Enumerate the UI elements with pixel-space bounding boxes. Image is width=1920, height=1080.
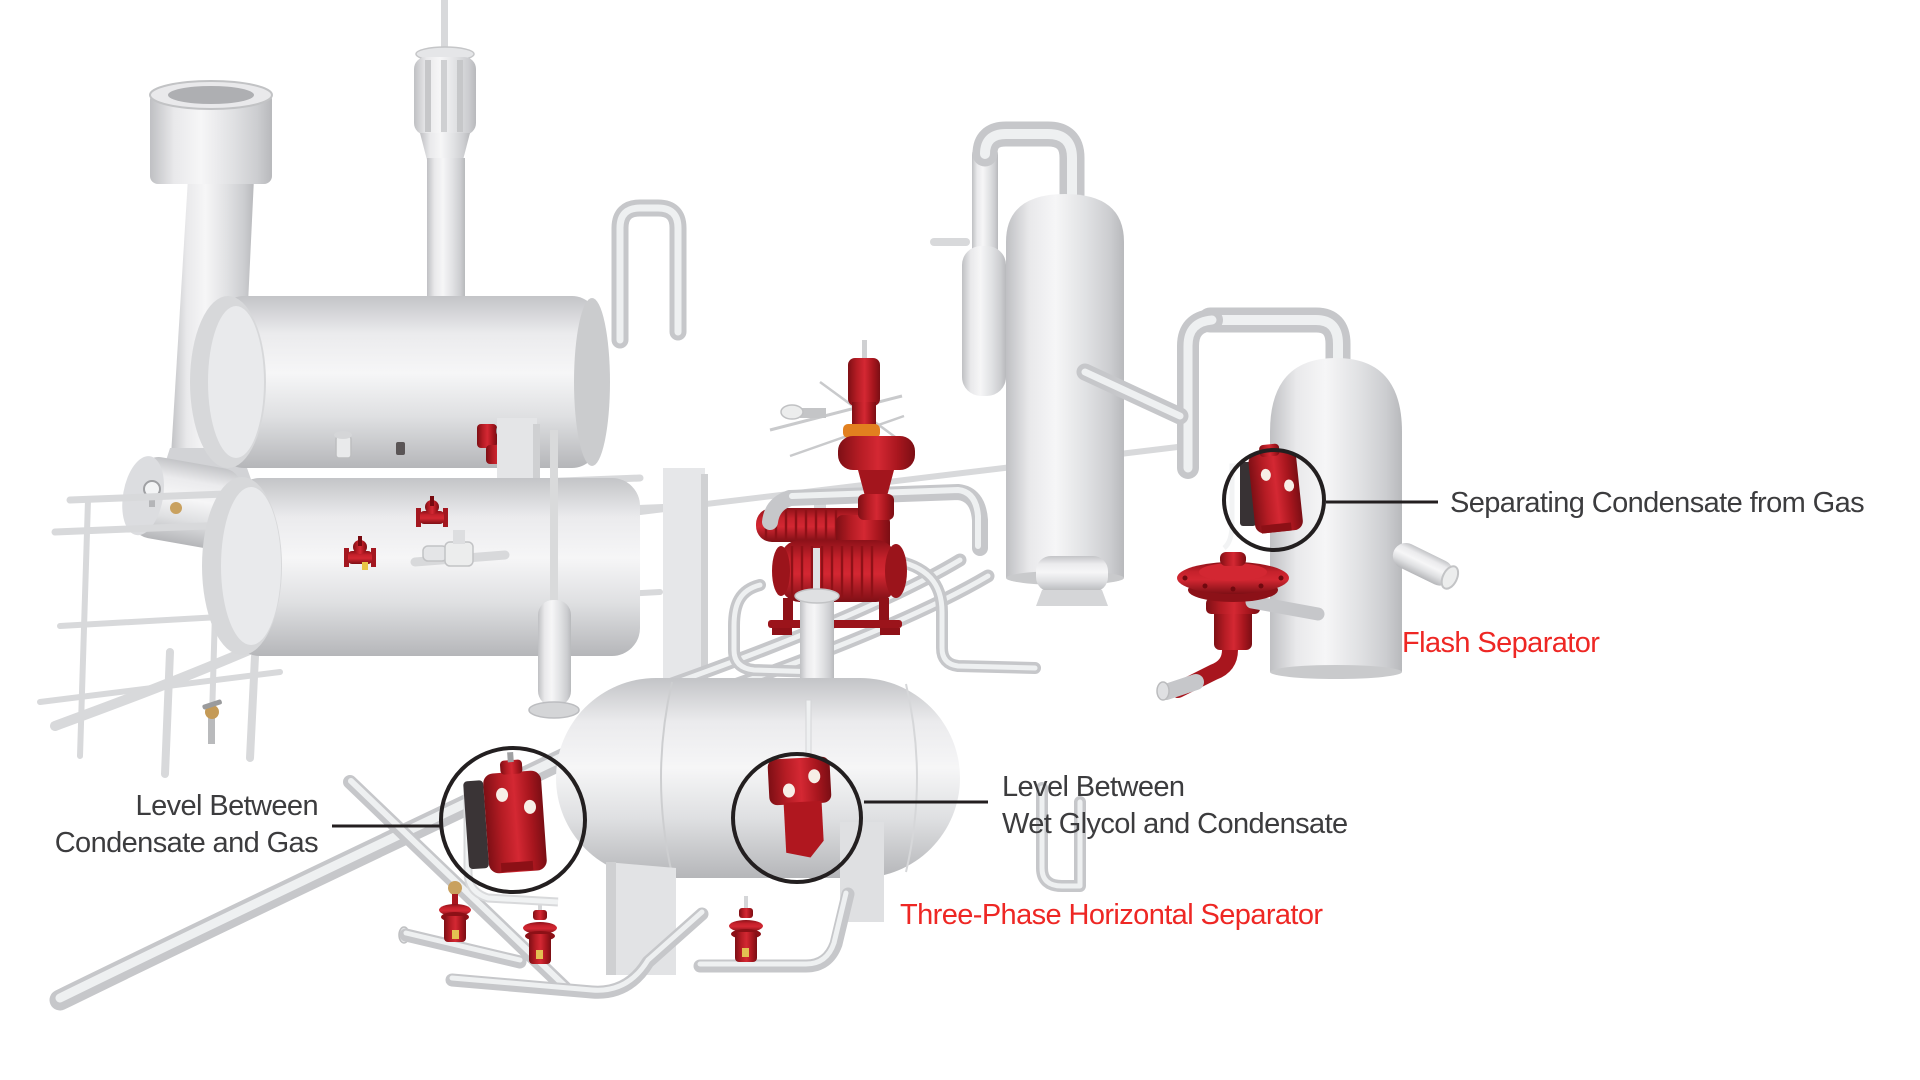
red-instrument bbox=[477, 424, 497, 448]
brass-fitting bbox=[170, 502, 182, 514]
label-level-wet-glycol-line2: Wet Glycol and Condensate bbox=[1002, 808, 1348, 840]
flare-stack bbox=[414, 0, 476, 346]
red-valve-small bbox=[344, 536, 376, 570]
label-level-wet-glycol-line1: Level Between bbox=[1002, 771, 1184, 803]
surge-vessel bbox=[202, 477, 640, 656]
label-level-condensate-gas-line1: Level Between bbox=[136, 790, 318, 822]
silver-control-valve bbox=[410, 530, 510, 567]
inline-filter bbox=[528, 430, 580, 719]
red-valve-small bbox=[416, 496, 448, 527]
label-three-phase-horizontal-separator: Three-Phase Horizontal Separator bbox=[900, 899, 1323, 931]
dump-piping bbox=[398, 887, 855, 999]
label-flash-separator: Flash Separator bbox=[1402, 627, 1600, 659]
label-level-condensate-gas-line2: Condensate and Gas bbox=[55, 827, 318, 859]
pressure-regulator-red bbox=[1156, 463, 1325, 701]
dump-regulator-3 bbox=[729, 896, 763, 962]
callout-circle-flash bbox=[1222, 448, 1326, 552]
contactor-tower bbox=[930, 121, 1124, 606]
callout-circle-condensate-gas bbox=[439, 746, 587, 894]
drain-valve-brass bbox=[202, 699, 222, 744]
callout-circle-wet-glycol bbox=[731, 752, 863, 884]
level-controller-condensate-gas bbox=[463, 751, 559, 907]
side-nozzle bbox=[1392, 542, 1460, 590]
dump-regulator-1 bbox=[439, 881, 471, 942]
level-controller-wet-glycol bbox=[767, 699, 832, 858]
relief-valve bbox=[335, 435, 352, 459]
label-separating-condensate-from-gas: Separating Condensate from Gas bbox=[1450, 487, 1864, 519]
level-controller-flash bbox=[1240, 443, 1303, 534]
flash-separator-vessel bbox=[1076, 307, 1460, 679]
control-valve-red bbox=[762, 340, 988, 556]
